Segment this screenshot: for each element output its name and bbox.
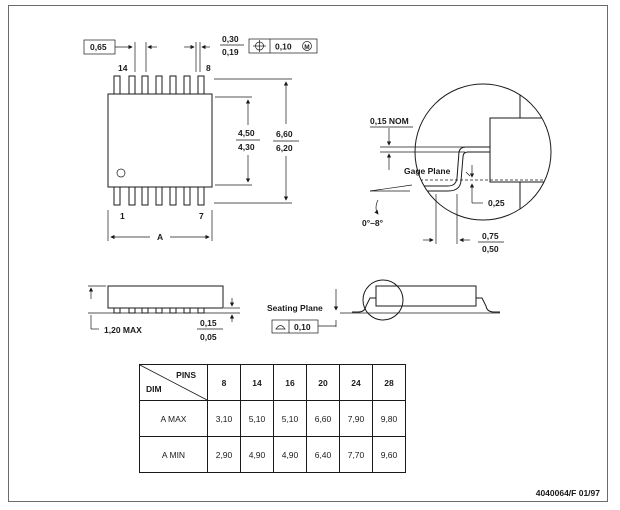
lead [169, 307, 177, 314]
table-cell: 5,10 [273, 400, 307, 437]
side-leads [113, 307, 205, 314]
coplanarity-value: 0,10 [294, 322, 311, 332]
profile-surface-icon [275, 325, 286, 330]
pin-count-header: 16 [273, 364, 307, 401]
lead [128, 75, 136, 95]
pin-count-header: 28 [372, 364, 406, 401]
lead [183, 75, 191, 95]
pin-7-label: 7 [199, 211, 204, 221]
end-body [375, 285, 477, 307]
lead [169, 75, 177, 95]
table-cell: 7,70 [339, 436, 373, 473]
lead [197, 186, 205, 206]
lead-thickness-label: 0,15 NOM [370, 116, 409, 126]
svg-text:M: M [304, 44, 309, 51]
lead [155, 307, 163, 314]
mmc-symbol-icon [302, 41, 312, 51]
side-body [107, 285, 224, 309]
top-view: 0,65 0,30 0,19 0,10 M 14 8 1 7 [83, 34, 318, 242]
dim-header: DIM [146, 384, 162, 394]
lead [197, 307, 205, 314]
lead-width-min: 0,19 [222, 47, 239, 57]
lead [183, 186, 191, 206]
standoff-max-label: 0,15 [200, 318, 217, 328]
seating-plane-label: Seating Plane [267, 303, 323, 313]
lead-detail-view: 0,15 NOM Gage Plane 0,25 0°–8° 0,75 0,50 [362, 83, 552, 254]
coplanarity-frame [271, 319, 319, 334]
pin-count-header: 8 [207, 364, 241, 401]
lead [155, 186, 163, 206]
table-cell: 4,90 [240, 436, 274, 473]
overall-width-max: 6,60 [276, 129, 293, 139]
table-cell: 6,60 [306, 400, 340, 437]
position-tolerance-frame [248, 38, 318, 54]
lead [141, 75, 149, 95]
table-cell: 7,90 [339, 400, 373, 437]
foot-length-min: 0,50 [482, 244, 499, 254]
pin-count-header: 14 [240, 364, 274, 401]
lead [141, 186, 149, 206]
overall-width-min: 6,20 [276, 143, 293, 153]
foot-length-max: 0,75 [482, 231, 499, 241]
pin-1-label: 1 [120, 211, 125, 221]
pin-count-header: 20 [306, 364, 340, 401]
package-body [107, 93, 213, 188]
row-label-a-min: A MIN [139, 436, 208, 473]
position-tolerance-value: 0,10 [275, 42, 292, 52]
table-cell: 4,90 [273, 436, 307, 473]
table-cell: 2,90 [207, 436, 241, 473]
top-leads [113, 75, 205, 95]
pin-count-header: 24 [339, 364, 373, 401]
gage-plane-label: Gage Plane [404, 166, 451, 176]
table-cell: 9,60 [372, 436, 406, 473]
table-row: A MIN 2,90 4,90 4,90 6,40 7,70 9,60 [139, 436, 406, 473]
table-cell: 9,80 [372, 400, 406, 437]
pitch-label: 0,65 [90, 42, 107, 52]
lead [113, 75, 121, 95]
bottom-leads [113, 186, 205, 206]
row-label-a-max: A MAX [139, 400, 208, 437]
side-view: 1,20 MAX 0,15 0,05 Seating Plane 0,10 [88, 279, 500, 342]
document-code: 4040064/F 01/97 [535, 488, 600, 498]
lead [183, 307, 191, 314]
height-max-label: 1,20 MAX [104, 325, 142, 335]
pins-header: PINS [176, 370, 196, 380]
pin1-indicator-icon [116, 168, 126, 178]
lead [155, 75, 163, 95]
pin-8-label: 8 [206, 63, 211, 73]
table-cell: 3,10 [207, 400, 241, 437]
table-cell: 6,40 [306, 436, 340, 473]
body-width-min: 4,30 [238, 142, 255, 152]
dimension-table: PINS DIM 8 14 16 20 24 28 A MAX 3,10 5,1… [139, 364, 406, 473]
lead [113, 186, 121, 206]
lead-width-max: 0,30 [222, 34, 239, 44]
standoff-min-label: 0,05 [200, 332, 217, 342]
table-cell: 5,10 [240, 400, 274, 437]
angle-label: 0°–8° [362, 218, 384, 228]
body-width-max: 4,50 [238, 128, 255, 138]
drawing-frame [8, 5, 608, 502]
table-row: A MAX 3,10 5,10 5,10 6,60 7,90 9,80 [139, 400, 406, 437]
lead [197, 75, 205, 95]
lead [128, 307, 136, 314]
detail-callout-circle [362, 279, 404, 321]
gage-height-label: 0,25 [488, 198, 505, 208]
pin-14-label: 14 [118, 63, 128, 73]
lead [169, 186, 177, 206]
lead [113, 307, 121, 314]
lead [128, 186, 136, 206]
length-a-label: A [157, 232, 163, 242]
lead [141, 307, 149, 314]
table-corner: PINS DIM [139, 364, 208, 401]
